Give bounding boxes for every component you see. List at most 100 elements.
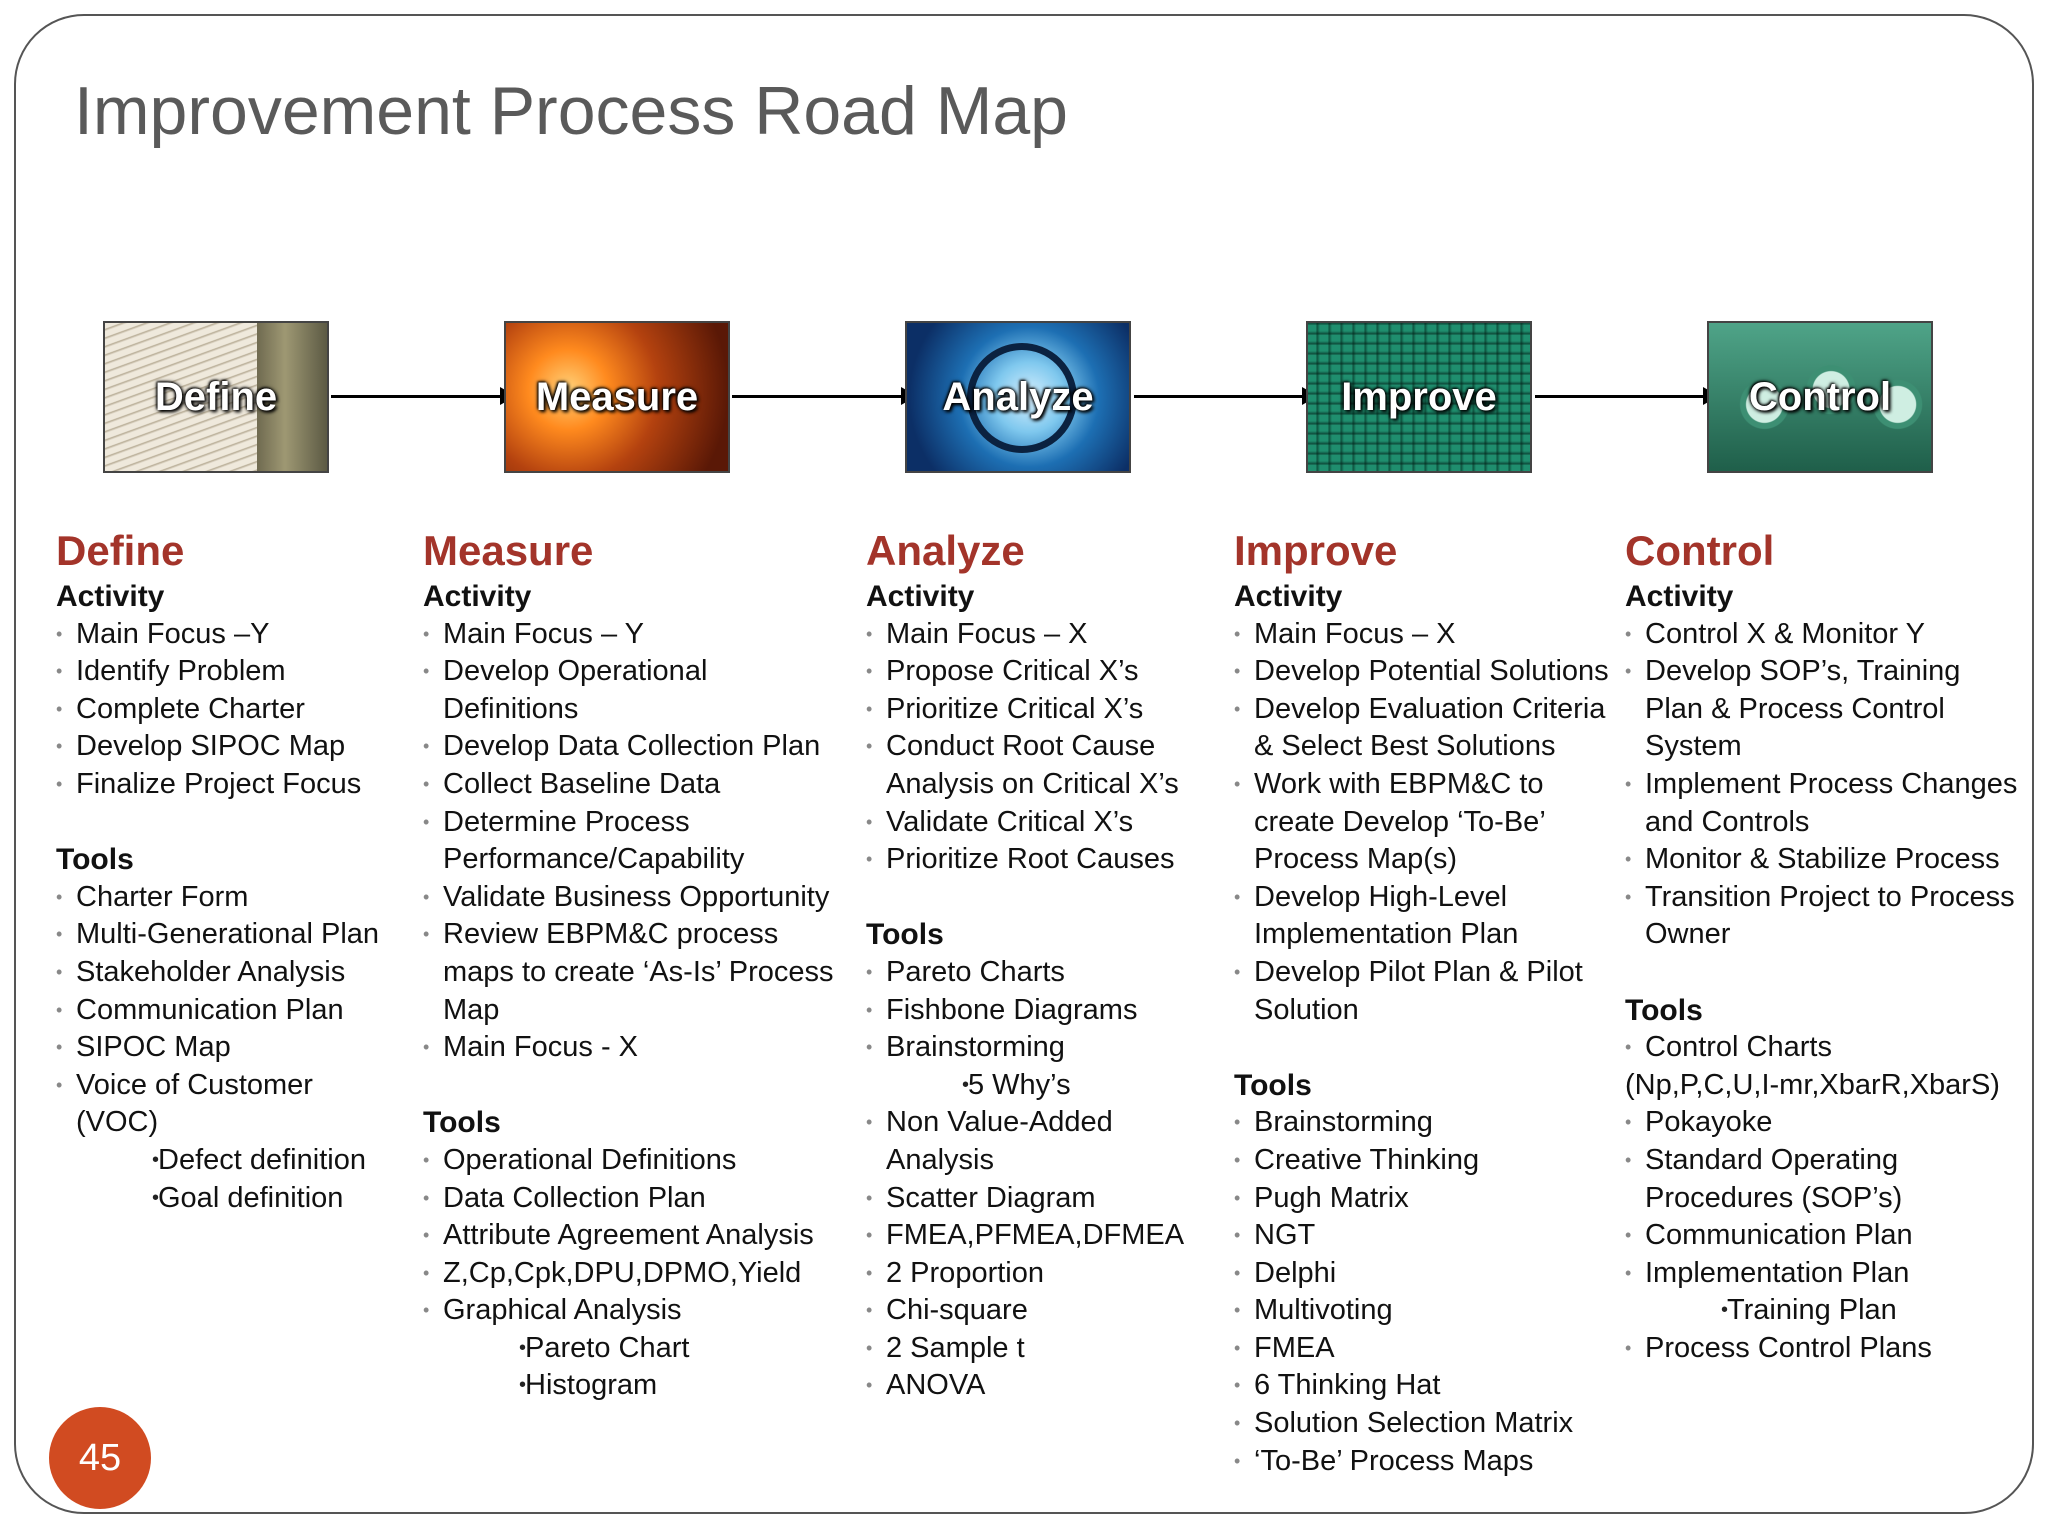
activity-item: Implement Process Changes and Controls (1625, 766, 2025, 841)
phase-box-improve: Improve (1306, 321, 1532, 473)
activity-item: Determine Process Performance/Capability (423, 804, 843, 879)
tool-item: Communication Plan (1625, 1217, 2025, 1255)
activity-item: Main Focus – X (866, 616, 1206, 654)
tool-item: Control Charts (1625, 1029, 2025, 1067)
activity-item: Monitor & Stabilize Process (1625, 841, 2025, 879)
tool-item: Pokayoke (1625, 1104, 2025, 1142)
activity-item: Main Focus – Y (423, 616, 843, 654)
tools-heading: Tools (866, 918, 944, 952)
column-heading: Define (56, 527, 185, 574)
phase-label: Measure (535, 374, 699, 419)
gauges-image (1709, 323, 1931, 471)
activity-list: Main Focus – XPropose Critical X’sPriori… (866, 616, 1206, 879)
activity-item: Develop Pilot Plan & Pilot Solution (1234, 954, 1614, 1029)
tool-item: Pugh Matrix (1234, 1180, 1614, 1218)
activity-item: Identify Problem (56, 653, 396, 691)
tool-item: Z,Cp,Cpk,DPU,DPMO,Yield (423, 1255, 843, 1293)
tool-item: 2 Sample t (866, 1330, 1206, 1368)
slide-title: Improvement Process Road Map (74, 73, 1068, 149)
activity-item: Propose Critical X’s (866, 653, 1206, 691)
activity-item: Develop Potential Solutions (1234, 653, 1614, 691)
tool-item: Data Collection Plan (423, 1180, 843, 1218)
page-number-badge: 45 (49, 1407, 151, 1509)
book-spine-image (257, 323, 327, 471)
tool-item: Multi-Generational Plan (56, 916, 396, 954)
tools-heading: Tools (56, 843, 134, 877)
column-control: ControlActivityControl X & Monitor YDeve… (1625, 526, 2025, 1367)
tools-list: BrainstormingCreative ThinkingPugh Matri… (1234, 1104, 1614, 1480)
tool-item: Graphical Analysis (423, 1292, 843, 1330)
tool-item: Goal definition (56, 1180, 396, 1218)
activity-item: Develop Evaluation Criteria & Select Bes… (1234, 691, 1614, 766)
arrow-improve-control (1535, 387, 1719, 405)
tool-item: Scatter Diagram (866, 1180, 1206, 1218)
column-heading: Analyze (866, 527, 1025, 574)
activity-item: Validate Critical X’s (866, 804, 1206, 842)
tool-item: Stakeholder Analysis (56, 954, 396, 992)
activity-item: Collect Baseline Data (423, 766, 843, 804)
column-define: DefineActivityMain Focus –YIdentify Prob… (56, 526, 396, 1217)
tools-list: Control Charts(Np,P,C,U,I-mr,XbarR,XbarS… (1625, 1029, 2025, 1367)
activity-item: Develop Operational Definitions (423, 653, 843, 728)
activity-item: Develop SIPOC Map (56, 728, 396, 766)
slide: Improvement Process Road Map Define Meas… (14, 14, 2034, 1514)
data-screen-image (1308, 323, 1530, 471)
tool-item: Defect definition (56, 1142, 396, 1180)
tool-item: Standard Operating Procedures (SOP’s) (1625, 1142, 2025, 1217)
phase-label: Define (154, 374, 278, 419)
column-heading: Control (1625, 527, 1775, 574)
phase-label: Improve (1341, 374, 1497, 419)
tools-heading: Tools (1234, 1068, 1312, 1102)
column-improve: ImproveActivityMain Focus – XDevelop Pot… (1234, 526, 1614, 1480)
phase-box-control: Control (1707, 321, 1933, 473)
tool-item: NGT (1234, 1217, 1614, 1255)
column-heading: Measure (423, 527, 594, 574)
activity-item: Review EBPM&C process maps to create ‘As… (423, 916, 843, 1029)
section-gap (56, 804, 396, 842)
activity-item: Develop SOP’s, Training Plan & Process C… (1625, 653, 2025, 766)
tool-item: FMEA (1234, 1330, 1614, 1368)
tool-item: Communication Plan (56, 992, 396, 1030)
activity-item: Complete Charter (56, 691, 396, 729)
activity-item: Finalize Project Focus (56, 766, 396, 804)
tool-item: Solution Selection Matrix (1234, 1405, 1614, 1443)
tool-item: Pareto Chart (423, 1330, 843, 1368)
tool-item: Process Control Plans (1625, 1330, 2025, 1368)
tools-heading: Tools (1625, 993, 1703, 1027)
tool-item: Voice of Customer (VOC) (56, 1067, 396, 1142)
arrow-define-measure (331, 387, 516, 405)
phase-label: Control (1748, 374, 1892, 419)
section-gap (423, 1067, 843, 1105)
tool-item: Multivoting (1234, 1292, 1614, 1330)
activity-list: Main Focus – XDevelop Potential Solution… (1234, 616, 1614, 1030)
arrow-measure-analyze (732, 387, 917, 405)
activity-list: Control X & Monitor YDevelop SOP’s, Trai… (1625, 616, 2025, 954)
activity-item: Prioritize Root Causes (866, 841, 1206, 879)
tool-item: 2 Proportion (866, 1255, 1206, 1293)
tool-item: Histogram (423, 1367, 843, 1405)
arrow-analyze-improve (1134, 387, 1318, 405)
tools-heading: Tools (423, 1106, 501, 1140)
column-measure: MeasureActivityMain Focus – YDevelop Ope… (423, 526, 843, 1405)
activity-list: Main Focus – YDevelop Operational Defini… (423, 616, 843, 1067)
tool-item: Charter Form (56, 879, 396, 917)
activity-heading: Activity (56, 580, 165, 613)
activity-item: Main Focus - X (423, 1029, 843, 1067)
activity-item: Conduct Root Cause Analysis on Critical … (866, 728, 1206, 803)
phase-label: Analyze (942, 374, 1094, 419)
tool-item: Operational Definitions (423, 1142, 843, 1180)
tools-list: Operational DefinitionsData Collection P… (423, 1142, 843, 1405)
tool-item: Fishbone Diagrams (866, 992, 1206, 1030)
column-heading: Improve (1234, 527, 1398, 574)
tool-item: Non Value-Added Analysis (866, 1104, 1206, 1179)
activity-item: Main Focus – X (1234, 616, 1614, 654)
tool-item: Creative Thinking (1234, 1142, 1614, 1180)
activity-item: Develop High-Level Implementation Plan (1234, 879, 1614, 954)
phase-box-define: Define (103, 321, 329, 473)
section-gap (1625, 954, 2025, 992)
section-gap (866, 879, 1206, 917)
tool-item: ANOVA (866, 1367, 1206, 1405)
tool-item: SIPOC Map (56, 1029, 396, 1067)
tools-list: Charter FormMulti-Generational PlanStake… (56, 879, 396, 1217)
tool-item: Implementation Plan (1625, 1255, 2025, 1293)
